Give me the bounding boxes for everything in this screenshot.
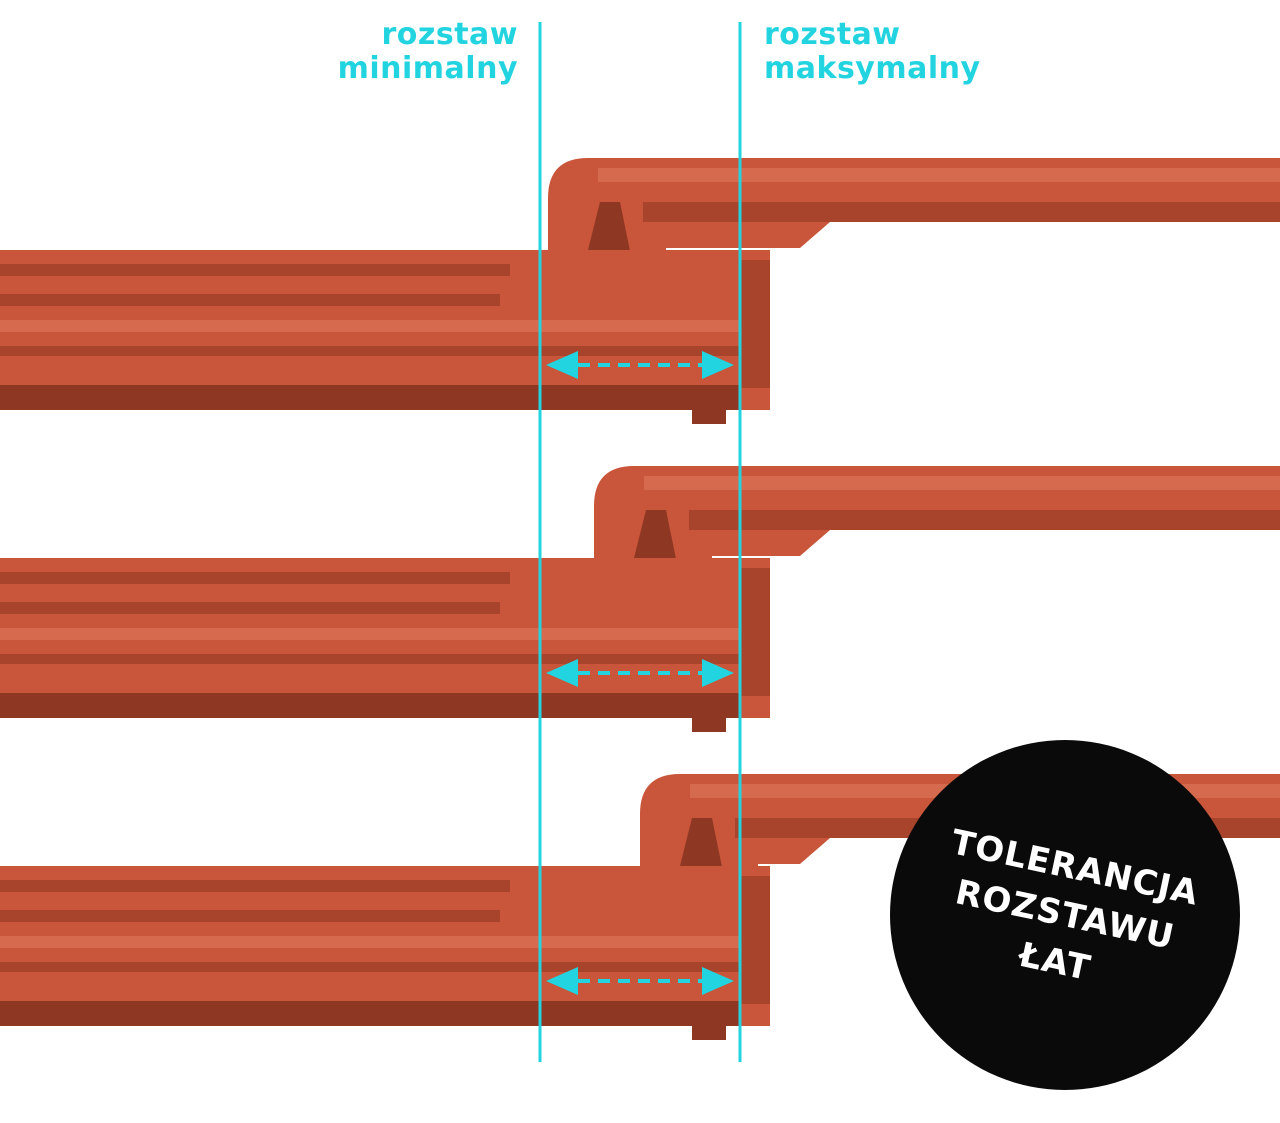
label-max-line2: maksymalny xyxy=(764,51,981,86)
lower-tile-step xyxy=(0,654,770,664)
lower-tile-endcap xyxy=(740,568,770,696)
badge-text: TOLERANCJA ROZSTAWU ŁAT xyxy=(857,707,1272,1122)
label-min-line1: rozstaw xyxy=(381,17,518,52)
tolerance-badge: TOLERANCJA ROZSTAWU ŁAT xyxy=(890,740,1240,1090)
lower-tile-foot xyxy=(692,408,726,424)
lower-tile-base xyxy=(0,1001,740,1026)
upper-tile-highlight xyxy=(644,476,1280,490)
arrow-head-left xyxy=(546,351,578,379)
arrow-head-right xyxy=(702,659,734,687)
lower-tile-channel-mid xyxy=(0,602,500,614)
arrow-row-min xyxy=(546,351,734,379)
lower-tile-step xyxy=(0,962,770,972)
upper-tile-underside xyxy=(689,510,1280,530)
tile-overlap-diagram xyxy=(0,22,1280,1062)
arrow-head-left xyxy=(546,659,578,687)
lower-tile-channel-mid xyxy=(0,910,500,922)
lower-tile-ridge xyxy=(0,320,770,332)
arrow-head-right xyxy=(702,351,734,379)
tile-rows xyxy=(0,158,1280,1040)
lower-tile-base xyxy=(0,385,740,410)
arrow-head-right xyxy=(702,967,734,995)
lower-tile-ridge xyxy=(0,628,770,640)
upper-tile xyxy=(548,158,1280,298)
arrow-row-mid xyxy=(546,659,734,687)
lower-tile-endcap xyxy=(740,876,770,1004)
lower-tile-foot xyxy=(692,1024,726,1040)
row-mid xyxy=(0,466,1280,732)
lower-tile-channel-mid xyxy=(0,294,500,306)
lower-tile-channel-top xyxy=(0,264,510,276)
label-min-spacing: rozstaw minimalny xyxy=(338,18,518,86)
lower-tile-channel-top xyxy=(0,572,510,584)
upper-tile xyxy=(594,466,1280,606)
label-min-line2: minimalny xyxy=(337,51,518,86)
label-max-spacing: rozstaw maksymalny xyxy=(764,18,981,86)
lower-tile-ridge xyxy=(0,936,770,948)
lower-tile-step xyxy=(0,346,770,356)
upper-tile-highlight xyxy=(598,168,1280,182)
lower-tile-channel-top xyxy=(0,880,510,892)
lower-tile-base xyxy=(0,693,740,718)
arrow-head-left xyxy=(546,967,578,995)
arrow-row-max xyxy=(546,967,734,995)
label-max-line1: rozstaw xyxy=(764,17,901,52)
row-min xyxy=(0,158,1280,424)
lower-tile-foot xyxy=(692,716,726,732)
upper-tile-underside xyxy=(643,202,1280,222)
arrows xyxy=(546,351,734,995)
lower-tile-endcap xyxy=(740,260,770,388)
